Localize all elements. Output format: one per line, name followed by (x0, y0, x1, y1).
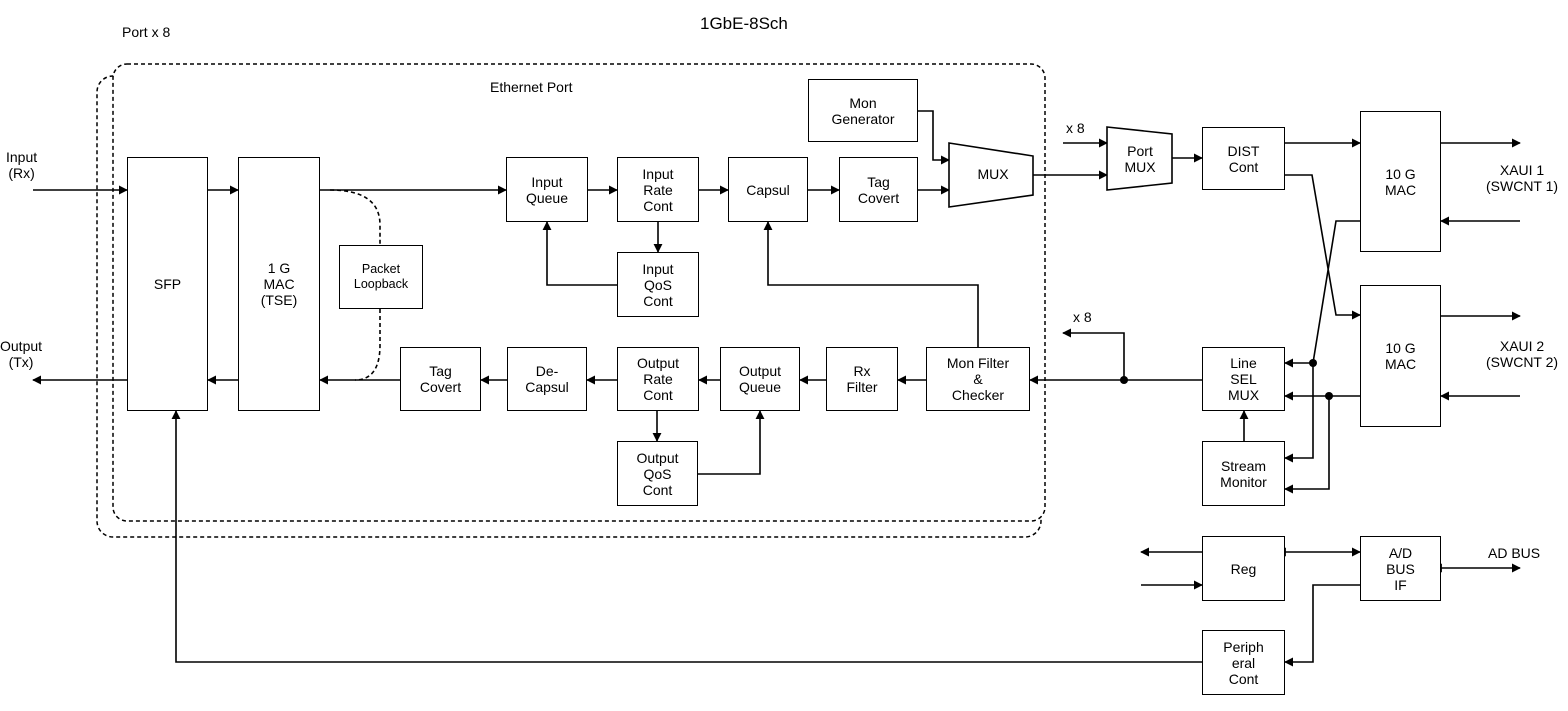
packet-loopback-block: Packet Loopback (339, 245, 423, 309)
output-tx-label: Output (Tx) (0, 338, 43, 370)
output-rate-cont-block: Output Rate Cont (617, 347, 699, 411)
port-mux-label: Port MUX (1124, 143, 1156, 175)
x8-top-label: x 8 (1066, 120, 1085, 136)
input-qos-cont-block: Input QoS Cont (617, 252, 699, 317)
mac-10g-1-block: 10 G MAC (1360, 111, 1441, 252)
xaui1-label: XAUI 1 (SWCNT 1) (1486, 162, 1559, 194)
de-capsul-block: De- Capsul (507, 347, 587, 411)
sfp-block: SFP (127, 157, 208, 411)
mux-shape (948, 142, 1034, 208)
diagram-title: 1GbE-8Sch (700, 14, 788, 33)
tag-covert-top-block: Tag Covert (839, 157, 918, 222)
line-sel-mux-block: Line SEL MUX (1202, 347, 1285, 411)
reg-block: Reg (1202, 536, 1285, 601)
mac-1g-block: 1 G MAC (TSE) (238, 157, 320, 411)
mon-generator-block: Mon Generator (808, 79, 918, 142)
port-count-label: Port x 8 (122, 24, 171, 40)
peripheral-cont-block: Periph eral Cont (1202, 630, 1285, 695)
input-rx-label: Input (Rx) (6, 149, 38, 181)
dist-cont-block: DIST Cont (1202, 127, 1285, 190)
stream-monitor-block: Stream Monitor (1202, 441, 1285, 506)
input-queue-block: Input Queue (506, 157, 588, 222)
capsul-block: Capsul (728, 157, 808, 222)
ethernet-port-outline (112, 63, 1046, 522)
input-rate-cont-block: Input Rate Cont (617, 157, 699, 222)
mac-10g-2-block: 10 G MAC (1360, 285, 1441, 427)
output-qos-cont-block: Output QoS Cont (617, 441, 698, 506)
ad-bus-label: AD BUS (1488, 545, 1541, 561)
mon-filter-checker-block: Mon Filter & Checker (926, 347, 1030, 411)
mux-label: MUX (977, 166, 1009, 182)
output-queue-block: Output Queue (720, 347, 800, 411)
tag-covert-bottom-block: Tag Covert (400, 347, 481, 411)
port-mux-shape (1106, 126, 1173, 191)
rx-filter-block: Rx Filter (826, 347, 898, 411)
ethernet-port-label: Ethernet Port (490, 79, 573, 95)
x8-bottom-label: x 8 (1073, 309, 1092, 325)
xaui2-label: XAUI 2 (SWCNT 2) (1486, 338, 1559, 370)
ad-bus-if-block: A/D BUS IF (1360, 536, 1441, 601)
